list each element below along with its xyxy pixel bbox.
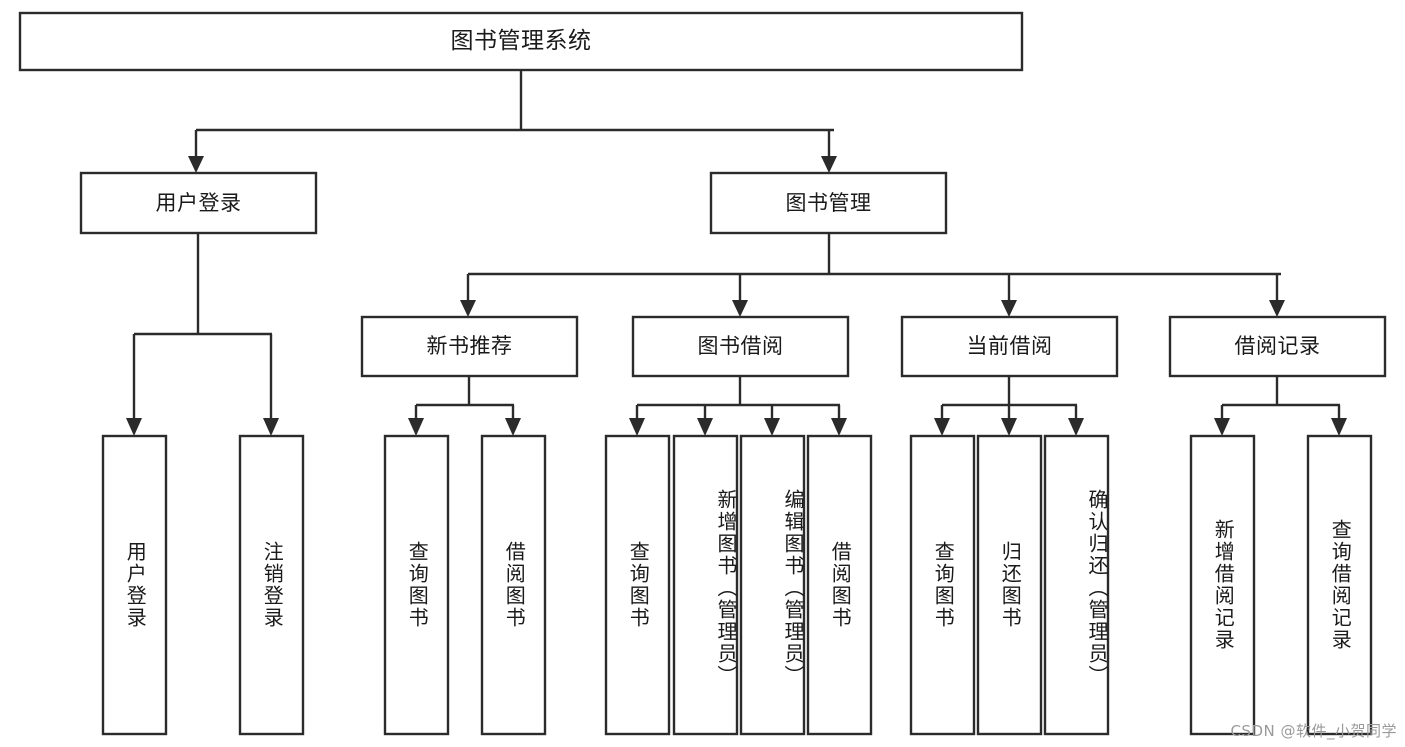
leaf-box-add-book[interactable]	[672, 434, 739, 736]
connector-borrowrecord-to-leaves	[1214, 376, 1347, 436]
leaf-box-logout-login[interactable]	[238, 434, 305, 736]
leaf-box-borrow-book-1[interactable]	[480, 434, 547, 736]
leaf-box-edit-book[interactable]	[739, 434, 806, 736]
node-book-manage[interactable]	[709, 171, 948, 235]
connector-root-to-level1	[188, 70, 837, 173]
leaf-box-query-book-1[interactable]	[383, 434, 450, 736]
connector-currentborrow-to-leaves	[934, 376, 1084, 436]
node-current-borrow[interactable]	[900, 315, 1119, 378]
leaf-box-query-record[interactable]	[1306, 434, 1373, 736]
node-new-book-recommend[interactable]	[360, 315, 579, 378]
leaf-box-borrow-book-2[interactable]	[806, 434, 873, 736]
leaf-box-confirm-return[interactable]	[1043, 434, 1110, 736]
csdn-watermark: CSDN @软件_小贺同学	[1230, 722, 1397, 740]
node-borrow-record[interactable]	[1168, 315, 1387, 378]
leaf-box-user-login[interactable]	[101, 434, 168, 736]
node-root[interactable]	[18, 11, 1024, 72]
connector-userlogin-to-leaves	[126, 233, 279, 436]
node-book-borrow[interactable]	[631, 315, 850, 378]
node-user-login[interactable]	[79, 171, 318, 235]
leaf-box-add-record[interactable]	[1189, 434, 1256, 736]
leaf-box-query-book-3[interactable]	[909, 434, 976, 736]
connector-newbook-to-leaves	[408, 376, 521, 436]
leaf-box-query-book-2[interactable]	[604, 434, 671, 736]
leaf-box-return-book[interactable]	[976, 434, 1043, 736]
connector-bookborrow-to-leaves	[629, 376, 847, 436]
connector-bookmanage-to-level2	[460, 233, 1285, 317]
